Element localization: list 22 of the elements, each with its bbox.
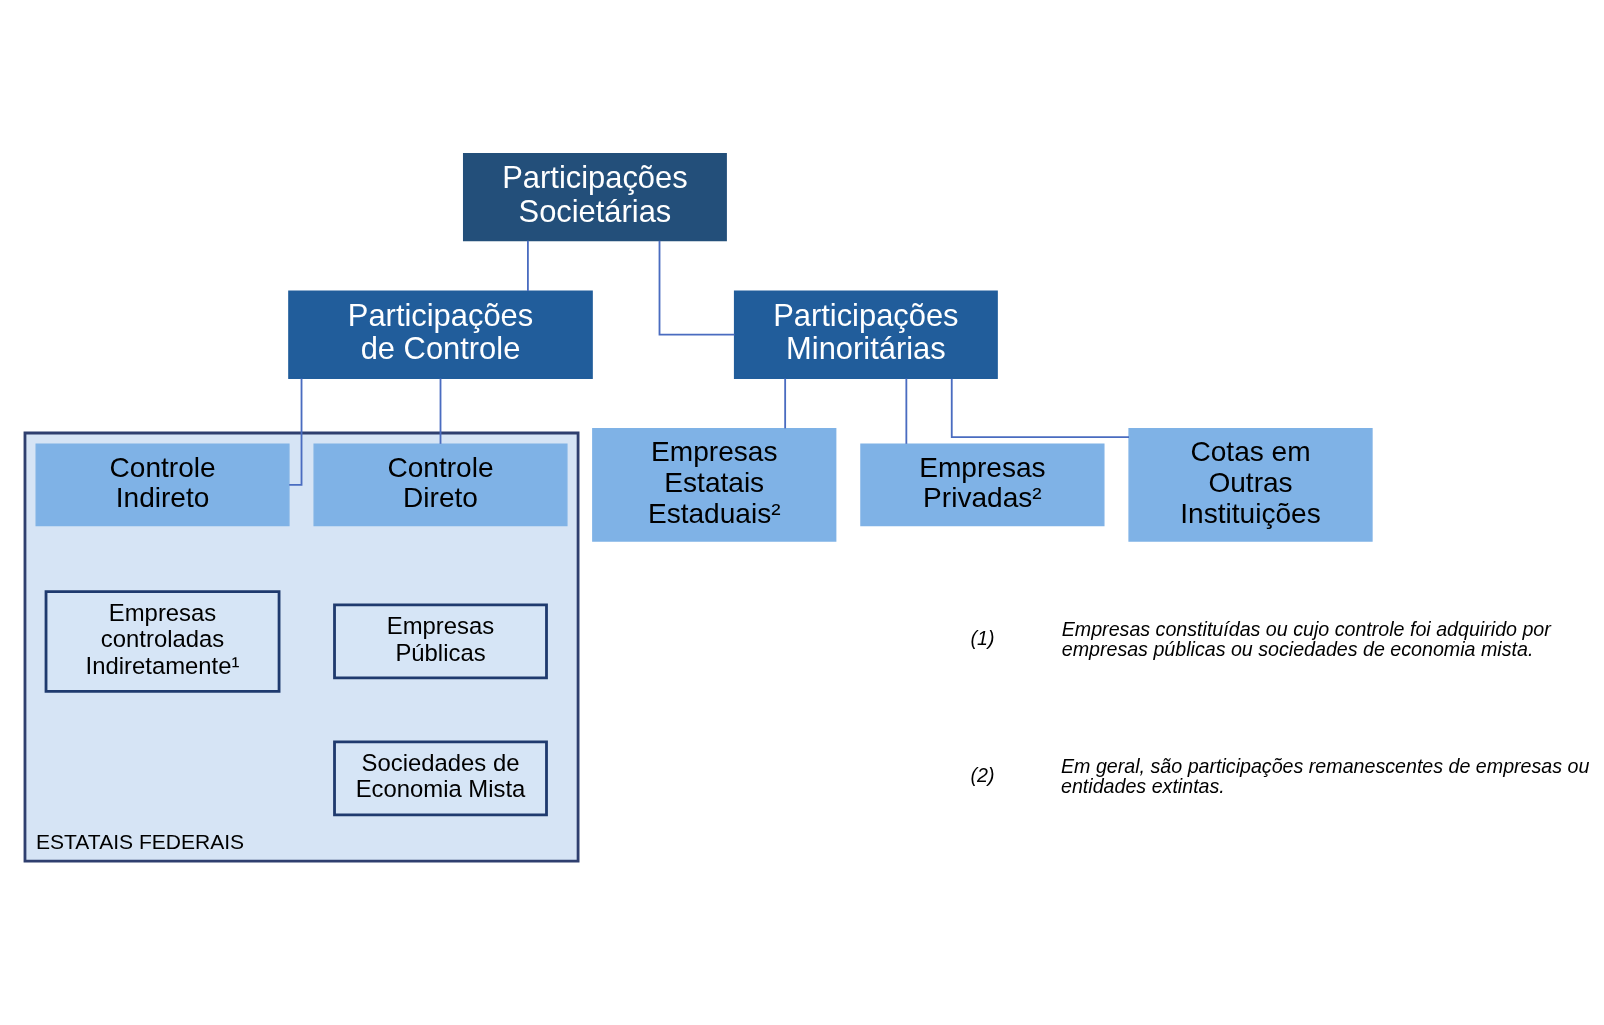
node-box: Participações Societárias bbox=[462, 152, 727, 241]
connector bbox=[784, 377, 787, 429]
node-box: Sociedades de Economia Mista bbox=[333, 739, 548, 816]
connector bbox=[658, 239, 736, 336]
connector bbox=[527, 239, 529, 292]
label: (2) bbox=[970, 763, 995, 786]
node-box: Empresas Públicas bbox=[333, 603, 548, 679]
node-box: Empresas controladas Indiretamente¹ bbox=[44, 589, 281, 693]
connector bbox=[439, 377, 442, 445]
label: (1) bbox=[970, 626, 995, 649]
label: Em geral, são participações remanescentes de empresas ou entidades extintas. bbox=[1061, 754, 1590, 797]
node-box: Controle Direto bbox=[313, 443, 568, 526]
connector bbox=[288, 377, 303, 486]
node-box: Empresas Estatais Estaduais² bbox=[592, 427, 837, 542]
node-box: Empresas Privadas² bbox=[860, 443, 1105, 526]
node-box: Controle Indireto bbox=[35, 443, 290, 526]
node-box: Participações de Controle bbox=[288, 290, 593, 379]
connector bbox=[950, 377, 1130, 438]
node-box: Cotas em Outras Instituições bbox=[1128, 427, 1373, 542]
label: Empresas constituídas ou cujo controle foi adquirido por empresas públicas ou sociedades de economia mista. bbox=[1061, 617, 1551, 660]
node-box: Participações Minoritárias bbox=[733, 290, 998, 379]
connector bbox=[905, 377, 908, 445]
